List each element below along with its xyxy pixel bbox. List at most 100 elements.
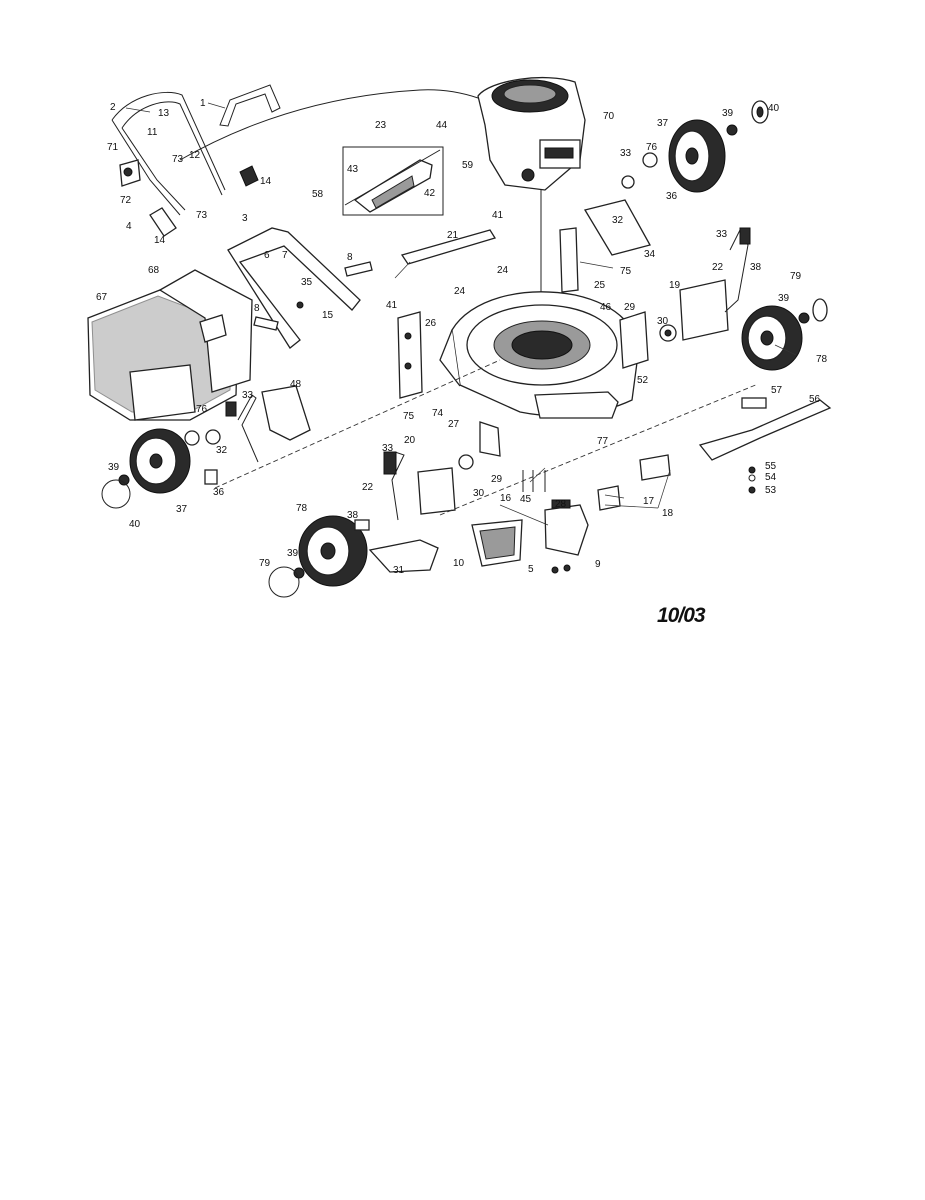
part-label: 25 — [594, 280, 606, 291]
part-label: 52 — [637, 375, 649, 386]
part-label: 19 — [669, 280, 681, 291]
part-label: 75 — [620, 266, 632, 277]
left-height-adjusters — [225, 385, 501, 521]
part-label: 24 — [454, 286, 466, 297]
part-label: 38 — [347, 510, 359, 521]
part-label: 40 — [129, 519, 141, 530]
part-label: 30 — [657, 316, 669, 327]
right-axle-bracket — [583, 199, 749, 369]
part-label: 10 — [453, 558, 465, 569]
part-label: 35 — [301, 277, 313, 288]
upper-handle — [111, 92, 259, 237]
part-label: 3 — [242, 213, 248, 224]
leader-lines — [125, 102, 797, 526]
part-label: 78 — [816, 354, 828, 365]
part-label: 12 — [189, 150, 201, 161]
part-label: 36 — [666, 191, 678, 202]
part-label: 1 — [200, 98, 206, 109]
part-number-labels: 1 2 13 11 12 73 71 72 73 14 4 14 23 44 5… — [96, 98, 828, 576]
part-label: 5 — [528, 564, 534, 575]
part-label: 38 — [750, 262, 762, 273]
part-label: 77 — [597, 436, 609, 447]
part-label: 30 — [473, 488, 485, 499]
part-label: 58 — [312, 189, 324, 200]
part-label: 32 — [612, 215, 624, 226]
part-label: 20 — [404, 435, 416, 446]
part-label: 21 — [447, 230, 459, 241]
part-label: 9 — [595, 559, 601, 570]
part-label: 8 — [347, 252, 353, 263]
part-label: 27 — [448, 419, 460, 430]
part-label: 75 — [403, 411, 415, 422]
part-label: 68 — [148, 265, 160, 276]
part-label: 23 — [375, 120, 387, 131]
part-label: 76 — [646, 142, 658, 153]
part-label: 31 — [393, 565, 405, 576]
part-label: 55 — [765, 461, 777, 472]
mower-deck — [439, 291, 639, 419]
part-label: 34 — [644, 249, 656, 260]
part-label: 6 — [264, 250, 270, 261]
part-label: 37 — [176, 504, 188, 515]
part-label: 71 — [107, 142, 119, 153]
part-label: 57 — [771, 385, 783, 396]
part-label: 14 — [154, 235, 166, 246]
part-label: 78 — [296, 503, 308, 514]
part-label: 56 — [809, 394, 821, 405]
part-label: 22 — [362, 482, 374, 493]
part-label: 22 — [712, 262, 724, 273]
discharge-parts — [368, 454, 671, 574]
part-label: 48 — [290, 379, 302, 390]
part-label: 41 — [492, 210, 504, 221]
revision-date: 10/03 — [657, 604, 706, 627]
wheel-left-rear — [101, 428, 221, 509]
parts-exploded-diagram: 1 2 13 11 12 73 71 72 73 14 4 14 23 44 5… — [87, 76, 832, 598]
part-label: 74 — [432, 408, 444, 419]
part-label: 29 — [624, 302, 636, 313]
blade-assembly — [214, 359, 832, 516]
part-label: 15 — [322, 310, 334, 321]
part-label: 39 — [287, 548, 299, 559]
part-label: 36 — [213, 487, 225, 498]
part-label: 8 — [254, 303, 260, 314]
part-label: 33 — [716, 229, 728, 240]
wheel-right-rear — [739, 227, 828, 371]
part-label: 72 — [120, 195, 132, 206]
part-label: 39 — [108, 462, 120, 473]
part-label: 43 — [347, 164, 359, 175]
part-label: 16 — [500, 493, 512, 504]
part-label: 11 — [147, 127, 158, 138]
height-adjuster-bracket — [397, 227, 579, 399]
wheel-top-right — [621, 100, 769, 193]
part-label: 39 — [722, 108, 734, 119]
part-label: 18 — [662, 508, 674, 519]
part-label: 33 — [242, 390, 254, 401]
part-label: 32 — [216, 445, 228, 456]
engine — [477, 76, 586, 350]
part-label: 2 — [110, 102, 116, 113]
part-label: 73 — [196, 210, 208, 221]
part-label: 14 — [260, 176, 272, 187]
part-label: 70 — [603, 111, 615, 122]
part-label: 26 — [425, 318, 437, 329]
control-cable — [179, 89, 479, 161]
part-label: 45 — [520, 494, 532, 505]
part-label: 17 — [643, 496, 655, 507]
handle-bracket-box — [342, 146, 444, 216]
part-label: 46 — [600, 302, 612, 313]
part-label: 37 — [657, 118, 669, 129]
part-label: 42 — [424, 188, 436, 199]
part-label: 7 — [282, 250, 288, 261]
part-label: 28 — [555, 499, 567, 510]
part-label: 29 — [491, 474, 503, 485]
part-label: 54 — [765, 472, 777, 483]
part-label: 44 — [436, 120, 448, 131]
part-label: 79 — [790, 271, 802, 282]
bail-wire — [219, 84, 281, 127]
part-label: 76 — [196, 404, 208, 415]
grass-catcher — [87, 269, 253, 421]
part-label: 53 — [765, 485, 777, 496]
part-label: 13 — [158, 108, 170, 119]
part-label: 4 — [126, 221, 132, 232]
part-label: 40 — [768, 103, 780, 114]
